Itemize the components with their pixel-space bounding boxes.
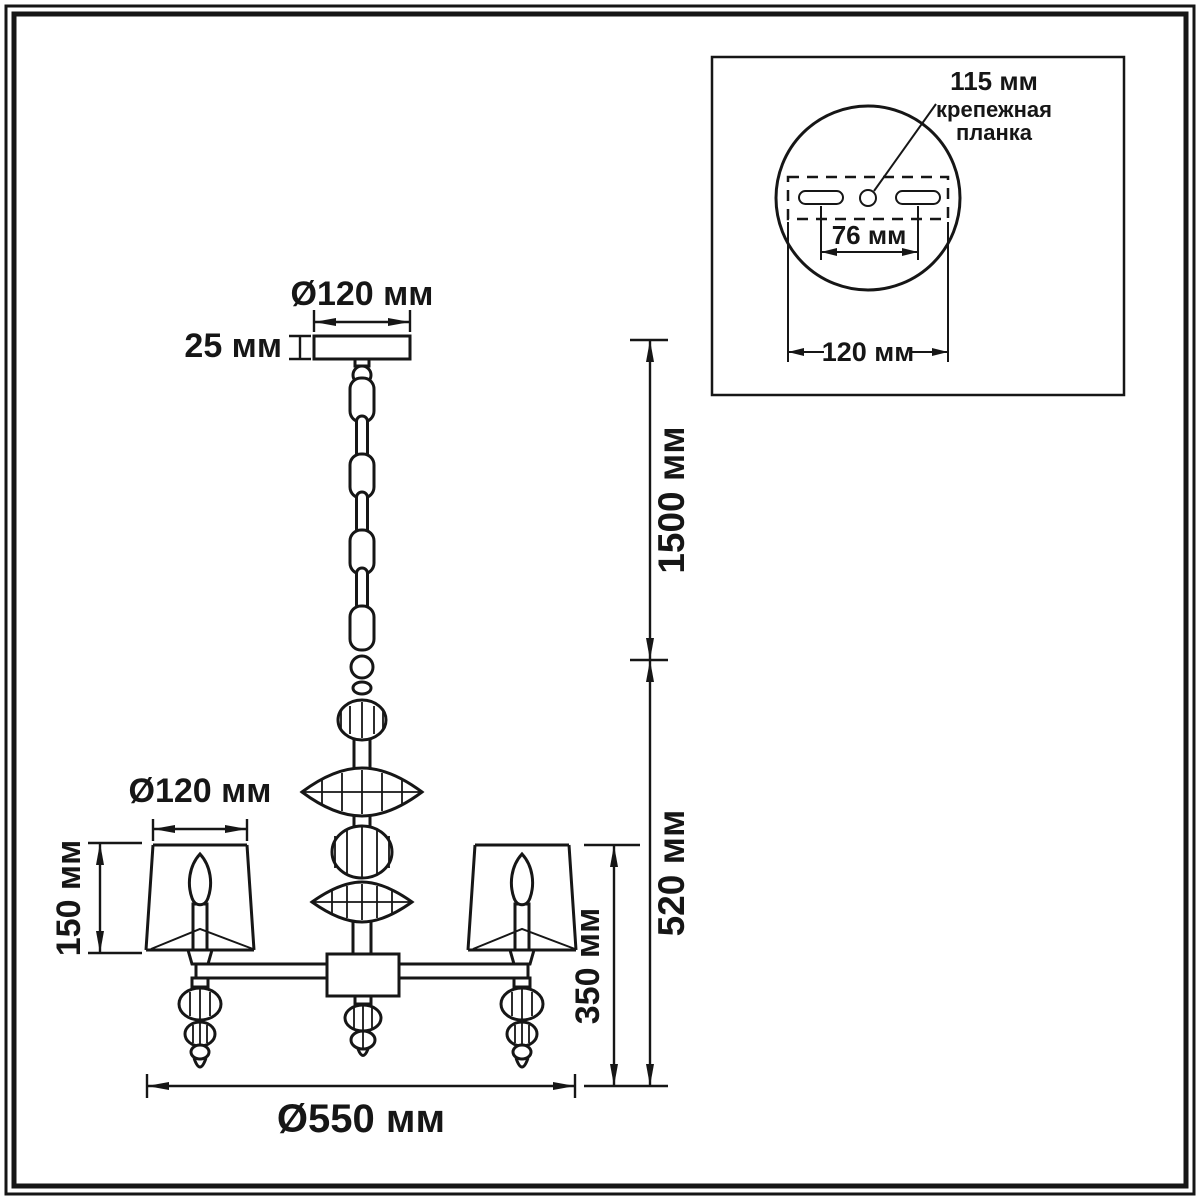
- slot-right: [895, 190, 941, 205]
- plate-callout-name-2: планка: [956, 120, 1033, 145]
- suspension-chain: [348, 376, 376, 696]
- inner-border: [11, 11, 1189, 1189]
- center-hole: [859, 189, 877, 207]
- bulb-left: [187, 851, 213, 907]
- center-column: [299, 698, 425, 960]
- candle-right: [513, 902, 531, 952]
- finial-left: [177, 976, 223, 1069]
- shade-height-label: 150 мм: [50, 840, 88, 956]
- shade-left: [144, 843, 256, 952]
- ribbed-bead-middle: [330, 824, 394, 880]
- chandelier-drawing: [144, 334, 578, 1069]
- outer-border: [4, 4, 1196, 1196]
- dim-shade-diameter: Ø120 мм: [129, 772, 272, 841]
- lamp-left: [144, 843, 256, 952]
- hanging-height-label: 520 мм: [651, 810, 692, 937]
- chain-length-label: 1500 мм: [651, 426, 692, 573]
- shade-diameter-label: Ø120 мм: [129, 772, 272, 810]
- dim-canopy-height: 25 мм: [184, 327, 311, 365]
- dim-shade-height: 150 мм: [50, 840, 142, 956]
- dim-canopy-diameter: Ø120 мм: [291, 275, 434, 332]
- slot-spacing-label: 76 мм: [832, 220, 907, 250]
- arm-bar: [186, 948, 536, 998]
- finial-center: [343, 994, 383, 1057]
- callout-leader: [873, 103, 937, 192]
- dim-body-height: 350 мм: [569, 843, 640, 1086]
- lamp-right: [466, 843, 578, 952]
- plate-callout-value: 115 мм: [950, 66, 1038, 96]
- ribbed-bead-top: [336, 698, 388, 742]
- slot-left: [798, 190, 844, 205]
- canopy-diameter-label: Ø120 мм: [291, 275, 434, 313]
- shade-fitter-right: [472, 927, 576, 950]
- dimensions: Ø120 мм 25 мм 1500 мм 520 мм 350 мм Ø120…: [50, 275, 692, 1141]
- shade-fitter-left: [150, 927, 254, 950]
- candle-left: [191, 902, 209, 952]
- plate-width-label: 120 мм: [822, 337, 915, 367]
- bulb-right: [509, 851, 535, 907]
- glass-lens-lower: [309, 880, 415, 924]
- plate-callout-name-1: крепежная: [936, 97, 1052, 122]
- canopy-top-view: [774, 104, 962, 292]
- dim-chain-length: 1500 мм: [630, 338, 692, 662]
- dim-total-width: Ø550 мм: [145, 1074, 668, 1141]
- finial-right: [499, 976, 545, 1069]
- dim-slot-spacing: 76 мм: [820, 206, 919, 260]
- mounting-inset: 115 мм крепежная планка 76 мм 120 мм: [710, 55, 1126, 397]
- body-height-label: 350 мм: [569, 908, 607, 1024]
- center-block: [325, 952, 401, 998]
- shade-right: [466, 843, 578, 952]
- mounting-plate-outline: [786, 175, 950, 221]
- canopy-height-label: 25 мм: [184, 327, 282, 365]
- inset-panel: [710, 55, 1126, 397]
- total-width-label: Ø550 мм: [277, 1097, 445, 1141]
- dim-hanging-height: 520 мм: [646, 660, 692, 1086]
- glass-lens-upper: [299, 766, 425, 818]
- dim-plate-width: 120 мм: [787, 222, 949, 367]
